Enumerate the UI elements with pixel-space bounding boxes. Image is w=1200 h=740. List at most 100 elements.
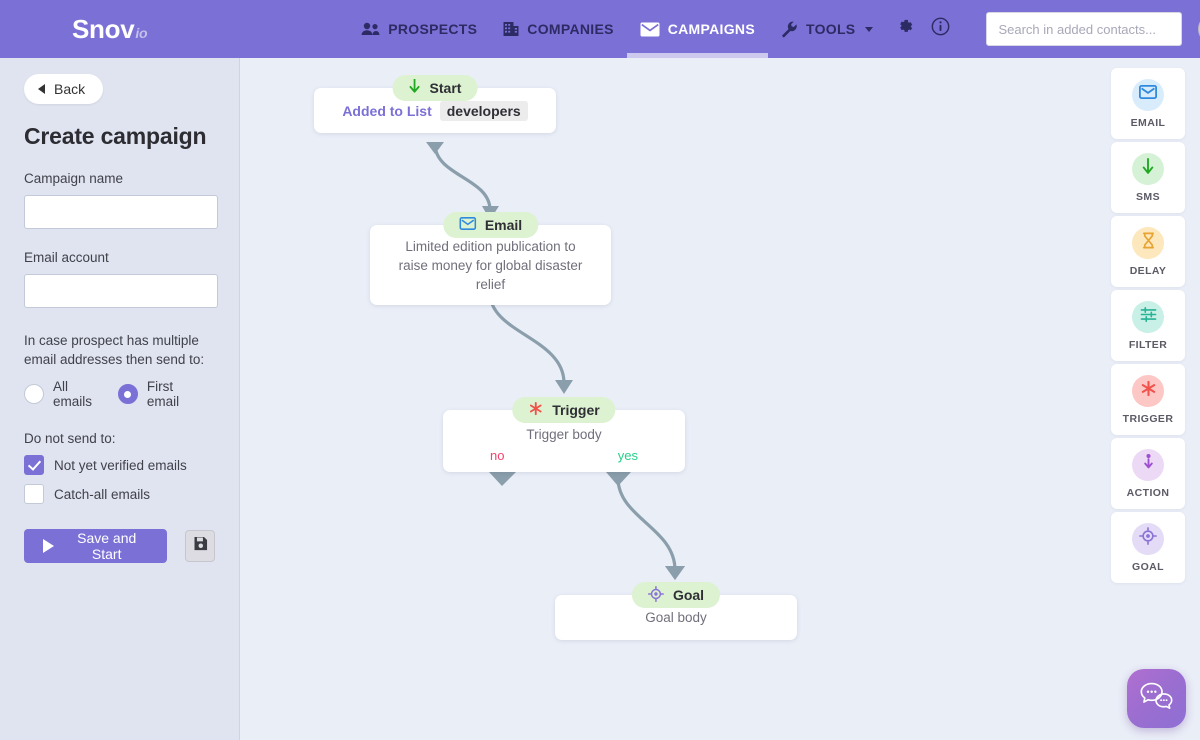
checkbox-catch-all-label[interactable]: Catch-all emails [54,486,151,502]
node-chip-label: Goal [672,587,705,603]
arrow-left-icon [38,84,45,94]
node-chip-label: Start [429,80,462,96]
asterisk-icon [528,401,543,419]
node-chip-label: Trigger [552,402,600,418]
save-draft-button[interactable] [185,530,215,562]
goal-body-text: Goal body [645,610,707,625]
start-body-row: Added to List developers [342,100,528,121]
envelope-icon [459,217,476,233]
trigger-branch-labels: no yes [443,448,685,463]
email-body-text: Limited edition publication to raise mon… [398,238,583,292]
start-body-prefix: Added to List [342,102,432,119]
arrow-down-icon [1141,157,1155,180]
checkbox-row-catch-all: Catch-all emails [24,484,215,504]
info-icon [931,17,950,41]
settings-button[interactable] [886,0,922,58]
email-account-input[interactable] [24,274,218,308]
campaign-name-label: Campaign name [24,171,124,186]
checkbox-not-yet-verified-emails[interactable] [24,455,44,475]
save-and-start-label: Save and Start [77,530,137,562]
back-label: Back [54,81,86,97]
node-chip-goal: Goal [631,582,721,608]
palette-item-email[interactable]: EMAIL [1111,68,1185,139]
save-and-start-button[interactable]: Save and Start [24,529,168,563]
nav-item-companies[interactable]: COMPANIES [490,0,626,58]
logo-suffix: io [135,24,148,41]
radio-all-emails[interactable] [24,384,44,404]
wrench-icon [781,21,798,38]
logo-text: Snov [72,13,135,44]
node-body-goal: Goal body [555,595,797,640]
target-icon [1139,527,1157,550]
trigger-body-text: Trigger body [526,426,602,442]
campaign-name-input[interactable] [24,195,218,229]
search-input[interactable] [986,12,1183,46]
nav-label: PROSPECTS [388,21,478,37]
palette-icon-bg [1132,522,1164,555]
page-title: Create campaign [24,123,207,149]
multi-email-hint: In case prospect has multiple email addr… [24,333,205,367]
info-button[interactable] [922,0,958,58]
palette-item-sms[interactable]: SMS [1111,142,1185,213]
node-body-start: Added to List developers [314,88,556,133]
nav-item-prospects[interactable]: PROSPECTS [348,0,490,58]
palette-item-action[interactable]: ACTION [1111,438,1185,509]
checkbox-catch-all-emails[interactable] [24,484,44,504]
envelope-icon [640,22,660,37]
sliders-icon [1140,306,1157,328]
palette-item-goal[interactable]: GOAL [1111,512,1185,583]
start-list-badge: developers [439,100,528,121]
email-account-label: Email account [24,250,109,265]
radio-first-email-label[interactable]: First email [146,379,180,409]
send-to-radio-group: All emails First email [24,379,215,409]
palette-label: SMS [1136,190,1160,203]
flow-connectors [426,142,685,580]
chat-bubbles-icon [1140,682,1173,716]
hourglass-icon [1141,232,1156,254]
checkbox-not-yet-verified-label[interactable]: Not yet verified emails [54,457,187,473]
nav-label: TOOLS [805,21,856,37]
palette-label: ACTION [1126,486,1170,499]
palette-label: TRIGGER [1122,412,1174,425]
palette-icon-bg [1132,374,1164,407]
target-icon [647,585,664,605]
node-chip-start: Start [392,75,478,101]
building-icon [503,21,519,37]
user-menu[interactable] [1198,14,1200,44]
palette-icon-bg [1132,78,1164,111]
node-chip-email: Email [442,212,539,238]
palette-item-delay[interactable]: DELAY [1111,216,1185,287]
people-icon [361,22,380,36]
sidebar-actions: Save and Start [24,529,215,563]
palette-label: FILTER [1128,338,1168,351]
checkbox-row-not-verified: Not yet verified emails [24,455,215,475]
nav-item-campaigns[interactable]: CAMPAIGNS [626,0,769,58]
envelope-icon [1138,84,1158,104]
nav-item-tools[interactable]: TOOLS [768,0,886,58]
play-icon [43,539,54,553]
do-not-send-label: Do not send to: [24,431,116,446]
nav-label: CAMPAIGNS [667,21,755,37]
campaign-sidebar: Back Create campaign Campaign name Email… [0,58,240,740]
radio-all-emails-label[interactable]: All emails [53,379,93,409]
radio-first-email[interactable] [117,384,138,404]
main-nav: PROSPECTS COMPANIES CAMPAIGNS TOOLS [348,0,958,58]
branch-label-yes[interactable]: yes [617,448,638,463]
chat-support-button[interactable] [1127,669,1186,728]
branch-label-no[interactable]: no [490,448,505,463]
floppy-disk-icon [193,536,208,556]
asterisk-icon [1140,380,1157,402]
gear-icon [895,17,914,41]
palette-label: DELAY [1129,264,1167,277]
palette-icon-bg [1132,152,1164,185]
node-chip-label: Email [484,217,523,233]
nav-label: COMPANIES [527,21,614,37]
back-button[interactable]: Back [24,74,104,104]
flow-canvas[interactable]: Start Added to List developers Email Limi… [241,58,1200,740]
palette-item-filter[interactable]: FILTER [1111,290,1185,361]
palette-item-trigger[interactable]: TRIGGER [1111,364,1185,435]
node-chip-trigger: Trigger [512,397,616,423]
